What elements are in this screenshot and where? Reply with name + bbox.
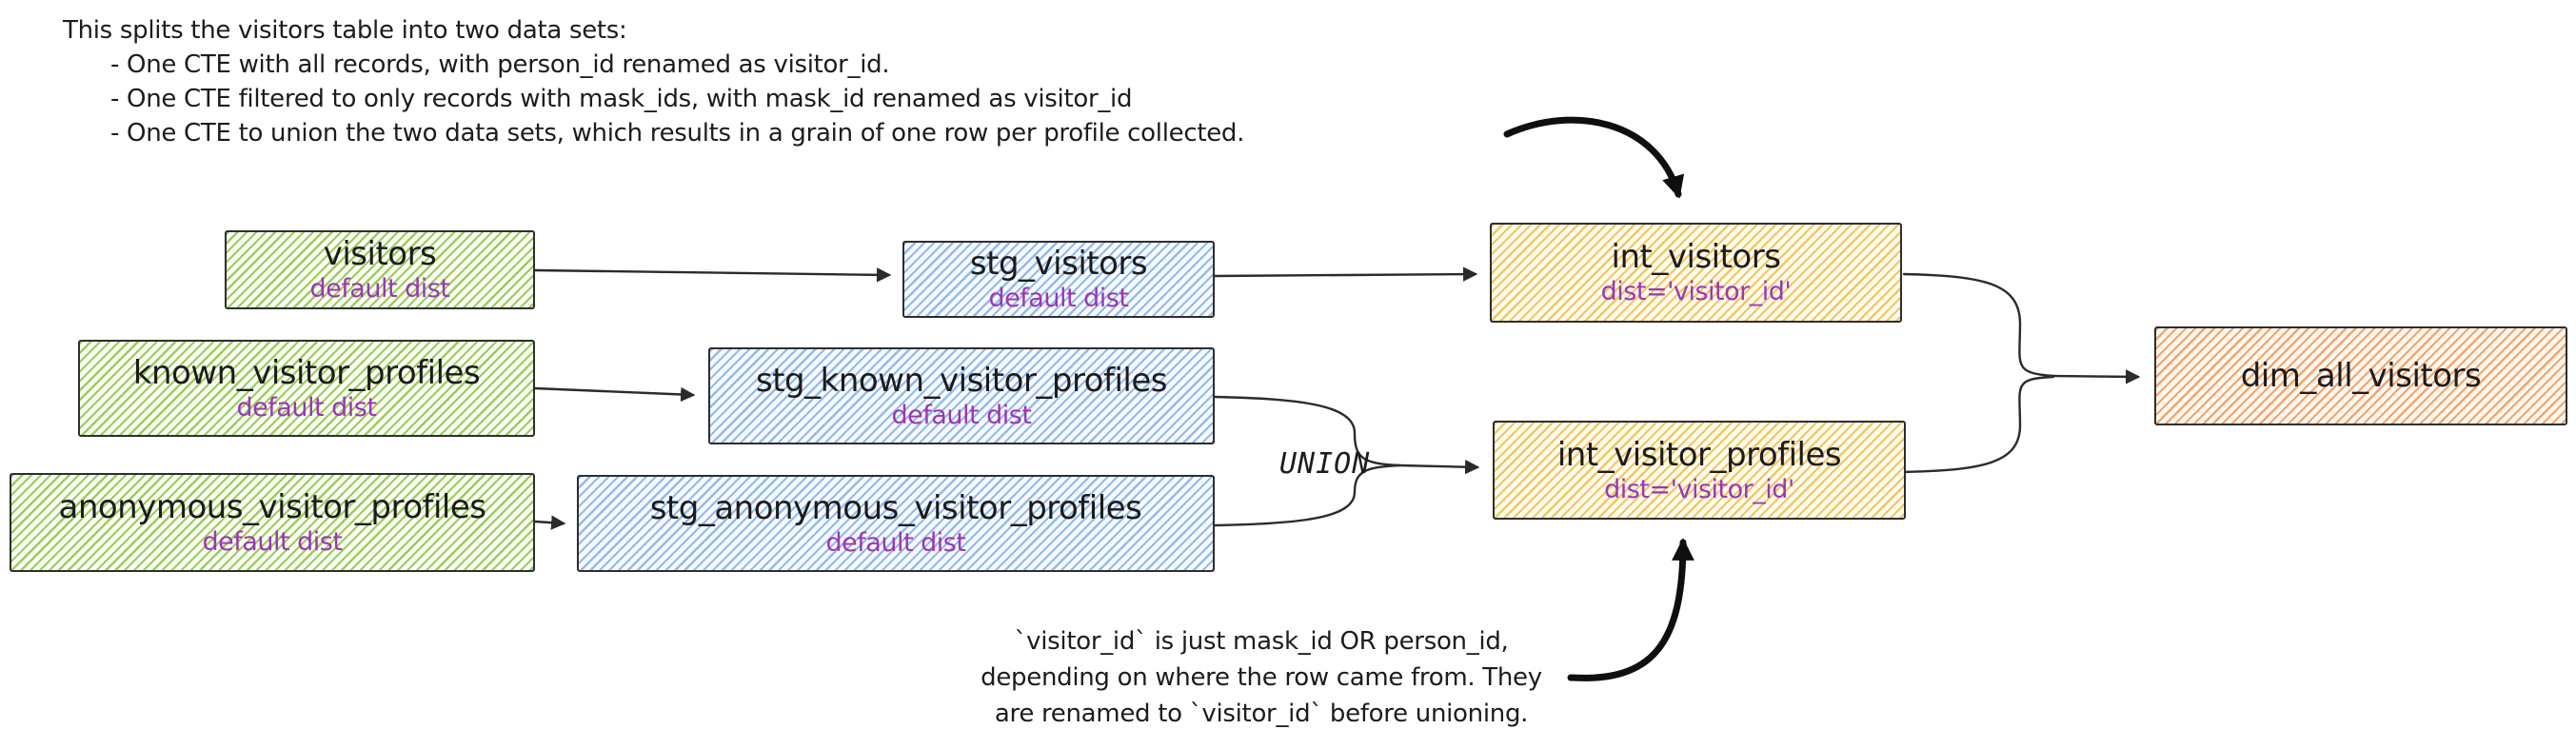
top-annotation-bullet: - One CTE to union the two data sets, wh… [110,119,1245,148]
node-subtitle: default dist [891,400,1032,430]
node-title: int_visitors [1611,238,1781,276]
top-annotation-line: This splits the visitors table into two … [63,16,627,45]
node-title: known_visitor_profiles [132,353,481,392]
node-dim-all-visitors: dim_all_visitors [2154,326,2567,425]
node-stg-anonymous-visitor-profiles: stg_anonymous_visitor_profiles default d… [577,475,1215,572]
node-title: visitors [323,235,437,273]
node-subtitle: default dist [309,274,450,304]
bottom-annotation-line: `visitor_id` is just mask_id OR person_i… [1014,627,1509,656]
node-stg-known-visitor-profiles: stg_known_visitor_profiles default dist [708,347,1215,444]
node-subtitle: default dist [825,527,966,558]
bottom-annotation-line: are renamed to `visitor_id` before union… [994,700,1529,728]
node-title: stg_anonymous_visitor_profiles [649,488,1142,527]
node-int-visitor-profiles: int_visitor_profiles dist='visitor_id' [1493,421,1906,520]
arrow-anonymous-to-stg-anonymous [533,515,566,530]
node-title: stg_known_visitor_profiles [756,361,1167,400]
arrow-stg-visitors-to-int-visitors [1213,266,1478,282]
node-title: dim_all_visitors [2240,357,2482,395]
arrow-merge-to-dim-all-visitors [2051,369,2141,384]
node-title: stg_visitors [969,245,1148,283]
top-annotation-bullet: - One CTE filtered to only records with … [110,85,1133,113]
node-subtitle: dist='visitor_id' [1600,277,1792,306]
node-visitors: visitors default dist [225,230,535,309]
curve-int-visitors-to-merge [1902,272,2055,378]
arrow-union-to-int-visitor-profiles [1397,460,1480,475]
curve-int-visitor-profiles-to-merge [1901,375,2055,474]
node-int-visitors: int_visitors dist='visitor_id' [1490,223,1902,323]
top-annotation: This splits the visitors table into two … [63,13,1244,150]
arrow-known-to-stg-known [533,386,696,403]
node-title: anonymous_visitor_profiles [58,487,487,526]
node-anonymous-visitor-profiles: anonymous_visitor_profiles default dist [10,473,535,572]
arrow-top-annotation-to-int-visitors [1503,116,1685,199]
node-title: int_visitor_profiles [1556,435,1842,474]
top-annotation-bullet: - One CTE with all records, with person_… [110,50,890,79]
node-subtitle: default dist [236,392,377,423]
node-subtitle: dist='visitor_id' [1604,474,1794,504]
arrow-bottom-annotation-to-int-visitor-profiles [1567,538,1694,681]
arrow-visitors-to-stg-visitors [533,267,892,283]
node-subtitle: default dist [202,526,343,557]
bottom-annotation: `visitor_id` is just mask_id OR person_i… [938,623,1585,732]
node-known-visitor-profiles: known_visitor_profiles default dist [78,340,535,437]
node-subtitle: default dist [988,284,1129,313]
bottom-annotation-line: depending on where the row came from. Th… [981,663,1542,692]
node-stg-visitors: stg_visitors default dist [902,241,1215,318]
union-label: UNION [1279,447,1371,481]
